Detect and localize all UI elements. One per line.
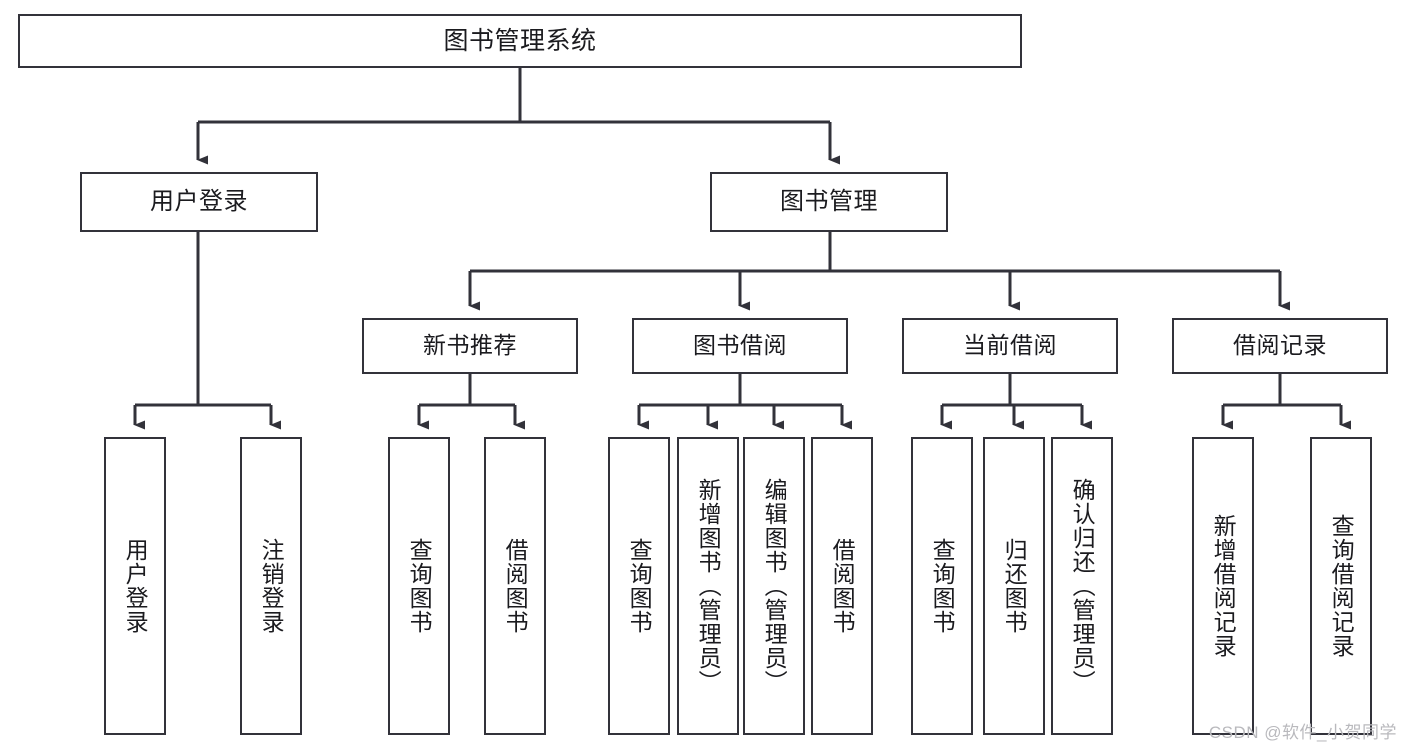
node-user-login[interactable]: 用户登录 xyxy=(80,172,318,232)
node-leaf-return-book[interactable]: 归还图书 xyxy=(983,437,1045,735)
csdn-watermark: CSDN @软件_小贺同学 xyxy=(1208,723,1397,742)
node-borrow-record[interactable]: 借阅记录 xyxy=(1172,318,1388,374)
node-label: 借阅图书 xyxy=(829,538,856,634)
node-label: 查询图书 xyxy=(929,538,956,634)
node-label: 新增借阅记录 xyxy=(1210,514,1237,658)
node-leaf-confirm-return[interactable]: 确认归还（管理员） xyxy=(1051,437,1113,735)
node-leaf-borrow-book-2[interactable]: 借阅图书 xyxy=(811,437,873,735)
node-leaf-edit-book[interactable]: 编辑图书（管理员） xyxy=(743,437,805,735)
node-book-management[interactable]: 图书管理 xyxy=(710,172,948,232)
node-label: 图书借阅 xyxy=(693,332,787,359)
node-label: 编辑图书（管理员） xyxy=(761,478,788,694)
edge-borrow-record-to-leaves xyxy=(1221,374,1351,430)
node-label: 借阅图书 xyxy=(502,538,529,634)
node-label: 归还图书 xyxy=(1001,538,1028,634)
edge-current-borrow-to-leaves xyxy=(940,374,1092,430)
edge-book-management-to-level3 xyxy=(468,232,1290,311)
node-leaf-add-book[interactable]: 新增图书（管理员） xyxy=(677,437,739,735)
node-label: 查询借阅记录 xyxy=(1328,514,1355,658)
node-leaf-add-record[interactable]: 新增借阅记录 xyxy=(1192,437,1254,735)
node-leaf-query-book-1[interactable]: 查询图书 xyxy=(388,437,450,735)
node-label: 查询图书 xyxy=(406,538,433,634)
edge-book-borrow-to-leaves xyxy=(637,374,852,430)
node-label: 新增图书（管理员） xyxy=(695,478,722,694)
node-leaf-query-book-3[interactable]: 查询图书 xyxy=(911,437,973,735)
edge-root-to-level2 xyxy=(196,68,840,165)
node-leaf-query-record[interactable]: 查询借阅记录 xyxy=(1310,437,1372,735)
node-leaf-user-logout[interactable]: 注销登录 xyxy=(240,437,302,735)
node-label: 借阅记录 xyxy=(1233,332,1327,359)
node-label: 图书管理系统 xyxy=(443,27,597,55)
node-book-borrow[interactable]: 图书借阅 xyxy=(632,318,848,374)
node-label: 新书推荐 xyxy=(423,332,517,359)
edge-new-book-recommend-to-leaves xyxy=(417,374,525,430)
node-label: 用户登录 xyxy=(122,538,149,634)
node-label: 查询图书 xyxy=(626,538,653,634)
node-label: 注销登录 xyxy=(258,538,285,634)
node-label: 确认归还（管理员） xyxy=(1069,478,1096,694)
node-label: 图书管理 xyxy=(780,187,878,215)
node-book-management-system[interactable]: 图书管理系统 xyxy=(18,14,1022,68)
node-leaf-query-book-2[interactable]: 查询图书 xyxy=(608,437,670,735)
edge-user-login-to-leaves xyxy=(133,232,281,430)
node-current-borrow[interactable]: 当前借阅 xyxy=(902,318,1118,374)
node-leaf-user-login[interactable]: 用户登录 xyxy=(104,437,166,735)
node-label: 用户登录 xyxy=(150,187,248,215)
node-new-book-recommend[interactable]: 新书推荐 xyxy=(362,318,578,374)
node-leaf-borrow-book-1[interactable]: 借阅图书 xyxy=(484,437,546,735)
node-label: 当前借阅 xyxy=(963,332,1057,359)
